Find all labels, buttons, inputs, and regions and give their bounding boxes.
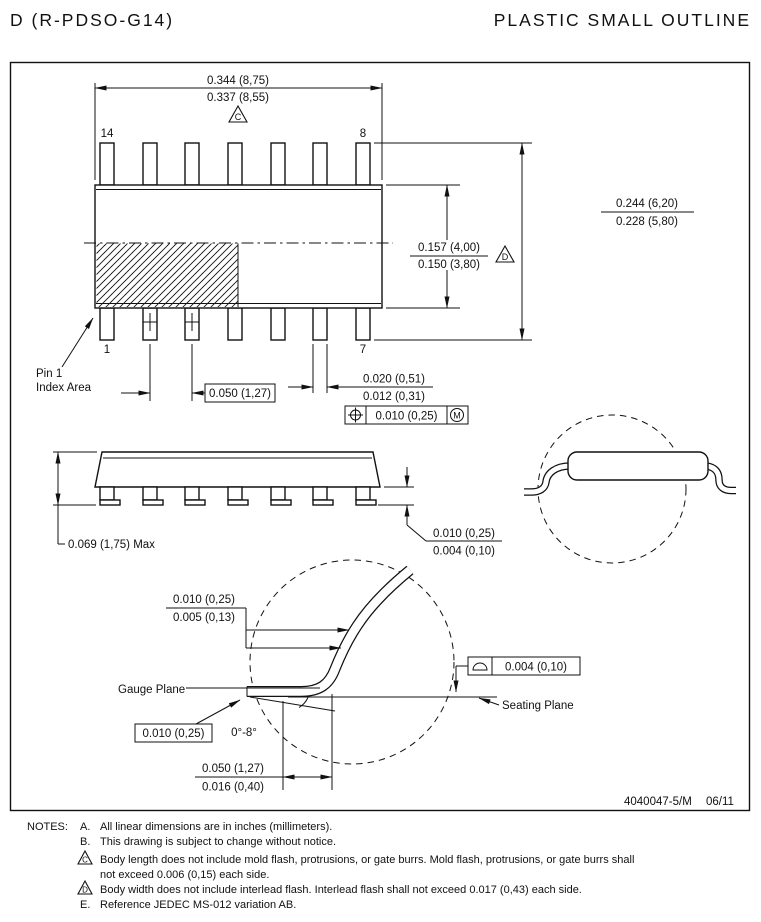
note-c-text-line1: Body length does not include mold flash,… — [100, 854, 634, 866]
span-max: 0.244 (6,20) — [616, 198, 678, 210]
note-c-flag-triangle — [77, 849, 93, 865]
body-width-dimension: 0.157 (4,00) 0.150 (3,80) D — [386, 184, 515, 309]
note-flag-triangle-c — [228, 104, 248, 123]
standoff-max: 0.010 (0,25) — [433, 528, 495, 540]
gauge-to-seating-value: 0.010 (0,25) — [142, 728, 204, 740]
side-view: 0.069 (1,75) Max 0.010 (0,25) 0.004 (0,1… — [53, 451, 502, 558]
true-position-tolerance: 0.010 (0,25) — [375, 411, 437, 423]
right-lead-profile-fill — [705, 463, 736, 493]
span-min: 0.228 (5,80) — [616, 216, 678, 228]
note-d-text: Body width does not include interlead fl… — [100, 884, 582, 896]
position-symbol-icon — [348, 407, 363, 423]
lead-bend-detail: Gauge Plane Seating Plane 0.004 (0,10) 0… — [118, 559, 581, 794]
flatness-frame: 0.004 (0,10) — [453, 656, 581, 693]
seating-plane-label: Seating Plane — [502, 700, 574, 712]
gauge-offset-dimension: 0.010 (0,25) — [134, 699, 241, 743]
standoff-min: 0.004 (0,10) — [433, 546, 495, 558]
body-length-min: 0.337 (8,55) — [207, 92, 269, 104]
span-dimension: 0.244 (6,20) 0.228 (5,80) — [374, 142, 694, 341]
drawing-number: 4040047-5/M — [624, 796, 692, 808]
seating-flatness-value: 0.004 (0,10) — [505, 662, 567, 674]
package-type-title: PLASTIC SMALL OUTLINE — [494, 10, 751, 30]
pin-label-14: 14 — [101, 128, 114, 140]
pin-label-7: 7 — [360, 344, 366, 356]
top-view: 14 8 1 7 0.344 (8,75) 0.337 (8,55) C 0.2… — [36, 75, 694, 425]
note-flag-d-letter: D — [502, 252, 509, 262]
lead-thickness-dimension: 0.010 (0,25) 0.005 (0,13) — [166, 594, 350, 651]
pitch-box — [204, 383, 276, 403]
pin1-index-hatch — [96, 243, 238, 307]
lead-width-min: 0.012 (0,31) — [363, 391, 425, 403]
pin-label-1: 1 — [104, 344, 110, 356]
foot-length-max: 0.050 (1,27) — [202, 763, 264, 775]
pin1-label-line2: Index Area — [36, 382, 92, 394]
note-a-text: All linear dimensions are in inches (mil… — [100, 821, 332, 833]
notes-label: NOTES: — [27, 821, 68, 833]
top-leads — [99, 142, 371, 186]
pitch-dimension: 0.050 (1,27) — [121, 313, 276, 403]
end-view-body — [567, 451, 709, 481]
flatness-symbol-icon — [472, 662, 488, 671]
note-c-key: C — [82, 856, 88, 865]
header: D (R-PDSO-G14) PLASTIC SMALL OUTLINE — [10, 10, 751, 30]
note-flag-triangle-d — [495, 244, 515, 263]
height-max: 0.069 (1,75) Max — [68, 539, 155, 551]
standoff-dimension: 0.010 (0,25) 0.004 (0,10) — [378, 467, 502, 558]
note-a-key: A. — [80, 821, 90, 833]
lead-width-dimension: 0.020 (0,51) 0.012 (0,31) — [288, 344, 433, 403]
note-d-flag-triangle — [77, 879, 93, 895]
pin1-label-line1: Pin 1 — [36, 368, 62, 380]
body-width-min: 0.150 (3,80) — [418, 259, 480, 271]
notes: NOTES: A. All linear dimensions are in i… — [27, 821, 634, 911]
lead-angle-dimension: 0°-8° — [231, 696, 336, 739]
note-b-text: This drawing is subject to change withou… — [100, 836, 336, 848]
body-width-max: 0.157 (4,00) — [418, 242, 480, 254]
note-flag-c-letter: C — [235, 112, 242, 122]
body-length-dimension: 0.344 (8,75) 0.337 (8,55) C — [94, 75, 383, 180]
lead-width-max: 0.020 (0,51) — [363, 374, 425, 386]
true-position-frame: 0.010 (0,25) M — [344, 405, 469, 425]
end-view-detail — [524, 414, 736, 564]
foot-length-dimension: 0.050 (1,27) 0.016 (0,40) — [195, 694, 333, 794]
note-b-key: B. — [80, 836, 90, 848]
thickness-min: 0.005 (0,13) — [173, 612, 235, 624]
drawing-date: 06/11 — [706, 796, 734, 808]
pin1-index-callout: Pin 1 Index Area — [36, 317, 94, 394]
detail-circle-lead — [249, 559, 455, 765]
pin-label-8: 8 — [360, 128, 366, 140]
seating-plane-leader — [478, 697, 500, 706]
left-lead-profile-fill — [524, 463, 571, 495]
side-body — [94, 451, 381, 488]
foot-length-min: 0.016 (0,40) — [202, 782, 264, 794]
title-block: 4040047-5/M 06/11 — [624, 796, 734, 808]
thickness-max: 0.010 (0,25) — [173, 594, 235, 606]
note-e-text: Reference JEDEC MS-012 variation AB. — [100, 899, 296, 911]
pitch-value: 0.050 (1,27) — [209, 388, 271, 400]
height-dimension: 0.069 (1,75) Max — [53, 451, 155, 551]
lead-angle-value: 0°-8° — [231, 727, 257, 739]
note-c-text-line2: not exceed 0.006 (0,15) each side. — [100, 869, 269, 881]
package-code: D (R-PDSO-G14) — [10, 10, 174, 30]
side-leads — [99, 486, 377, 506]
note-e-key: E. — [80, 899, 90, 911]
note-d-key: D — [82, 886, 88, 895]
gauge-plane-label: Gauge Plane — [118, 684, 185, 696]
bottom-leads — [99, 307, 371, 341]
body-length-max: 0.344 (8,75) — [207, 75, 269, 87]
drawing-border — [9, 61, 751, 812]
mmc-modifier-letter: M — [453, 411, 461, 421]
mmc-modifier-icon: M — [450, 408, 464, 422]
